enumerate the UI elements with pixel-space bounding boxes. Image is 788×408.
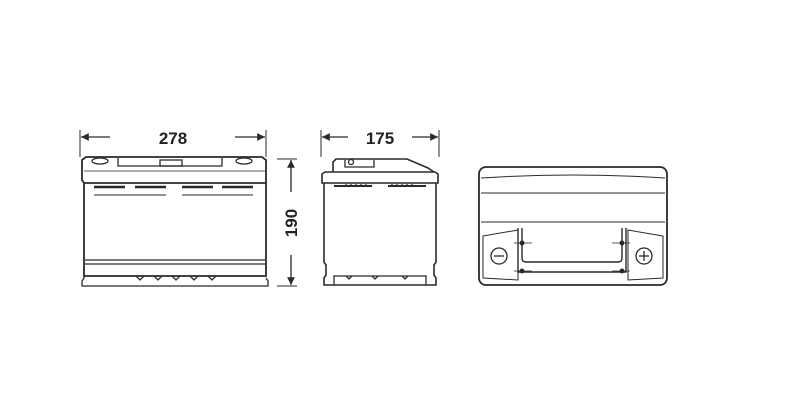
side-view: 175	[320, 129, 440, 286]
top-view	[478, 166, 668, 286]
front-view: 278	[79, 129, 269, 287]
negative-terminal-icon	[490, 247, 508, 265]
height-dimension: 190	[277, 158, 301, 287]
depth-dimension-label: 175	[366, 129, 394, 148]
positive-terminal-icon	[635, 247, 653, 265]
width-dimension-label: 278	[159, 129, 187, 148]
height-dimension-label: 190	[282, 209, 301, 237]
